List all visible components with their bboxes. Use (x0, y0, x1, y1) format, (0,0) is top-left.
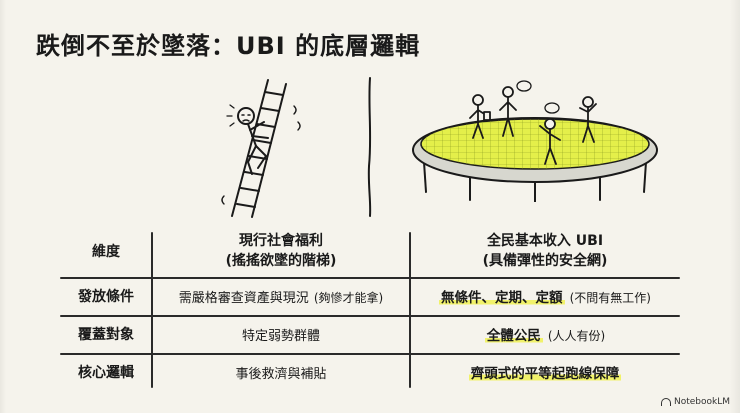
row-ubi-value: 齊頭式的平等起跑線保障 (410, 354, 680, 390)
row-current-value: 特定弱勢群體 (241, 328, 320, 344)
row-dimension: 核心邏輯 (78, 365, 134, 381)
table-row: 核心邏輯 事後救濟與補貼 齊頭式的平等起跑線保障 (60, 354, 680, 390)
row-dimension: 覆蓋對象 (78, 327, 134, 343)
row-ubi-value: 無條件、定期、定額 (不問有無工作) (439, 290, 651, 306)
row-divider (60, 277, 680, 279)
table-header-row: 維度 現行社會福利 (搖搖欲墜的階梯) 全民基本收入 UBI (具備彈性的安全網… (60, 226, 680, 276)
table-row: 發放條件 需嚴格審查資產與現況 (夠慘才能拿) 無條件、定期、定額 (不問有無工… (60, 278, 680, 314)
header-cell-dimension: 維度 (92, 244, 120, 260)
row-ubi-value: 全體公民 (人人有份) (484, 328, 606, 344)
row-divider (60, 353, 680, 355)
header-cell-ubi: 全民基本收入 UBI (具備彈性的安全網) (482, 233, 608, 269)
trampoline-illustration (410, 80, 660, 202)
header-cell-current-welfare: 現行社會福利 (搖搖欲墜的階梯) (225, 233, 337, 269)
column-divider (151, 232, 153, 388)
column-divider (409, 232, 411, 388)
row-divider (60, 315, 680, 317)
row-dimension: 發放條件 (78, 289, 134, 305)
notebooklm-logo-icon (660, 398, 671, 406)
ladder-illustration (212, 76, 322, 218)
notebooklm-watermark: NotebookLM (660, 397, 730, 407)
page-title: 跌倒不至於墜落：UBI 的底層邏輯 (36, 32, 421, 60)
illustration-divider (364, 76, 376, 222)
row-current-value: 事後救濟與補貼 (235, 366, 327, 382)
table-row: 覆蓋對象 特定弱勢群體 全體公民 (人人有份) (60, 316, 680, 352)
row-current-value: 需嚴格審查資產與現況 (夠慘才能拿) (178, 290, 384, 306)
